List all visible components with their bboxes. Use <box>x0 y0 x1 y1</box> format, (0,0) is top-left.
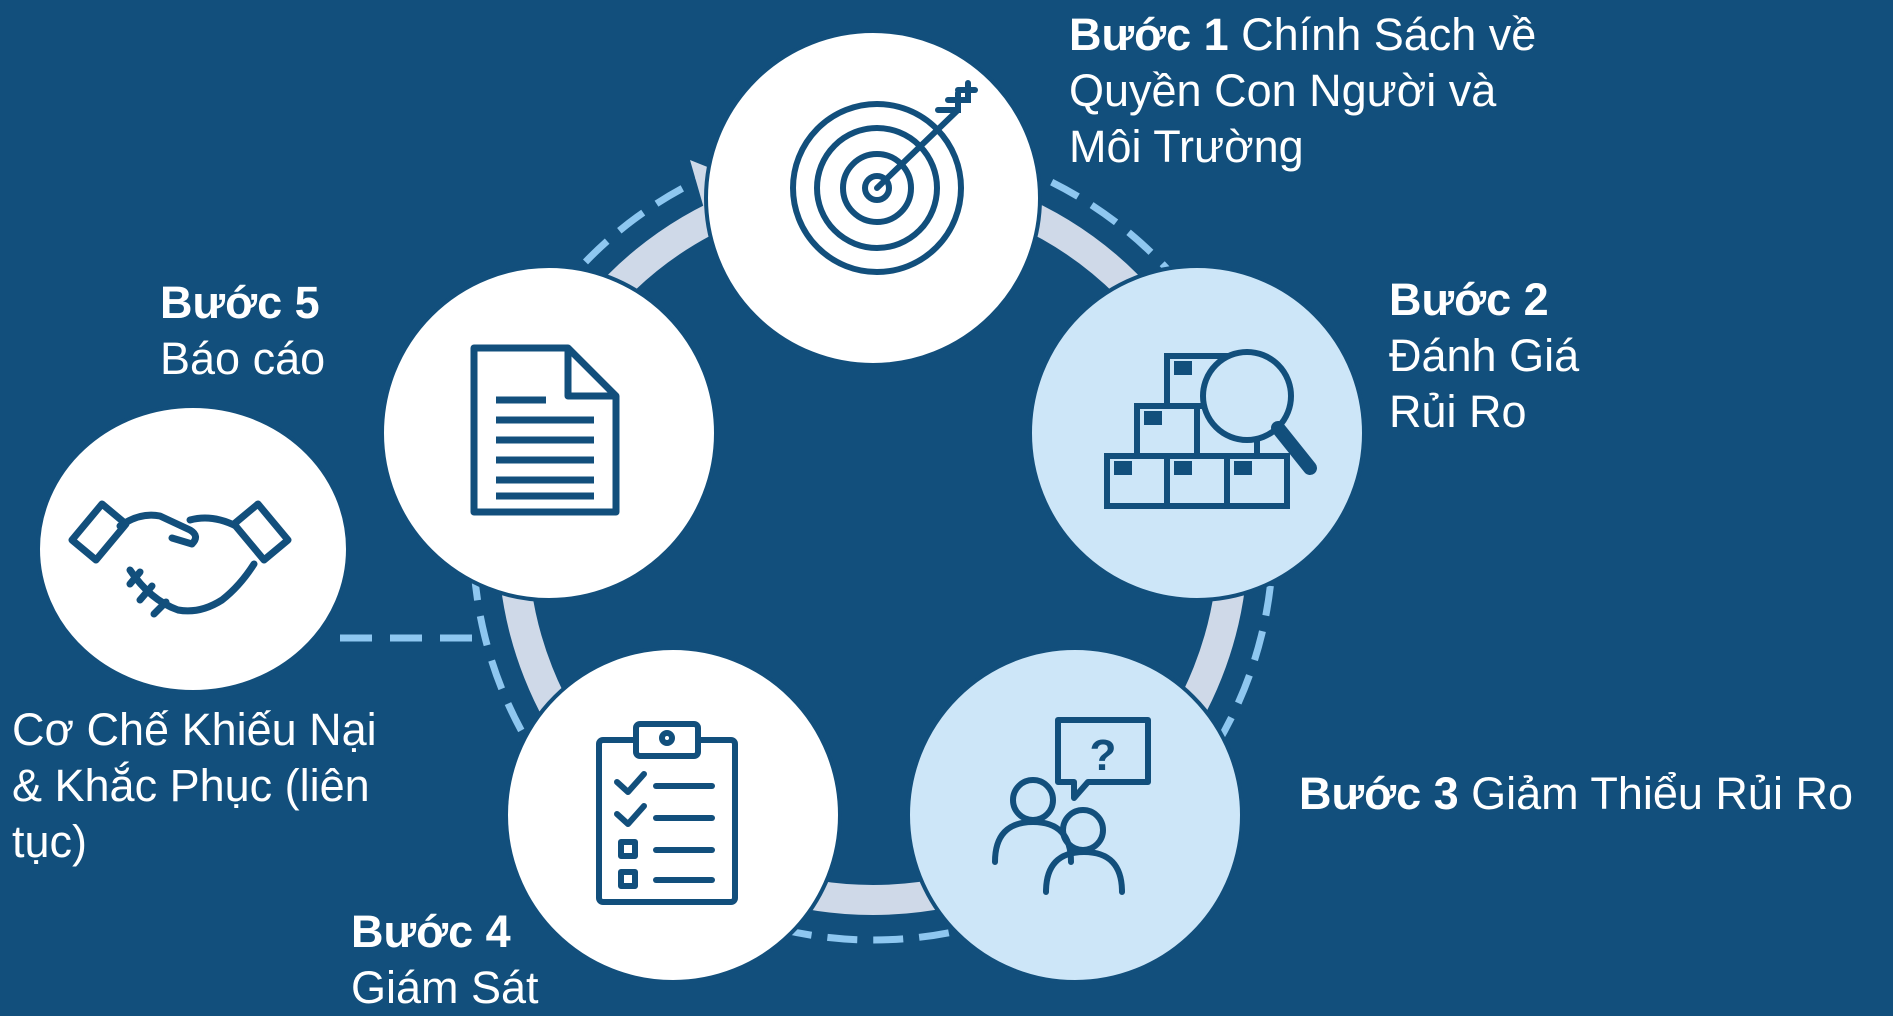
grievance-text-line-1: Cơ Chế Khiếu Nại <box>12 704 377 755</box>
step-4-text-line-1: Giám Sát <box>351 962 539 1013</box>
step-1-text-line-3: Môi Trường <box>1069 121 1304 172</box>
grievance-text-line-3: tục) <box>12 816 88 867</box>
step-3-title: Bước 3 <box>1299 768 1459 819</box>
step-1-title: Bước 1 <box>1069 9 1229 60</box>
step-5-label: Bước 5 Báo cáo <box>160 275 460 387</box>
target-icon <box>790 80 978 275</box>
grievance-text-line-2: & Khắc Phục (liên <box>12 760 370 811</box>
handshake-icon <box>68 500 292 618</box>
step-1-label: Bước 1 Chính Sách về Quyền Con Người và … <box>1069 7 1889 175</box>
step-4-title: Bước 4 <box>351 906 511 957</box>
step-1-node <box>704 29 1042 367</box>
step-5-node <box>380 264 718 602</box>
clipboard-checklist-icon <box>596 721 738 905</box>
step-5-title: Bước 5 <box>160 277 320 328</box>
document-icon <box>470 344 620 516</box>
grievance-node <box>36 404 350 694</box>
step-2-text-line-1: Đánh Giá <box>1389 330 1580 381</box>
step-2-node <box>1028 264 1366 602</box>
step-2-label: Bước 2 Đánh Giá Rủi Ro <box>1389 272 1789 440</box>
step-3-node: ? <box>906 646 1244 984</box>
step-1-text-line-1: Chính Sách về <box>1241 9 1537 60</box>
step-1-text-line-2: Quyền Con Người và <box>1069 65 1497 116</box>
step-3-label: Bước 3 Giảm Thiểu Rủi Ro <box>1299 766 1889 822</box>
grievance-label: Cơ Chế Khiếu Nại & Khắc Phục (liên tục) <box>12 702 432 870</box>
question-mark-glyph: ? <box>1090 731 1117 780</box>
step-2-text-line-2: Rủi Ro <box>1389 386 1527 437</box>
step-2-title: Bước 2 <box>1389 274 1549 325</box>
step-4-node <box>504 646 842 984</box>
step-4-label: Bước 4 Giám Sát <box>351 904 751 1016</box>
step-5-text-line-1: Báo cáo <box>160 333 326 384</box>
boxes-magnifier-icon <box>1104 349 1317 509</box>
step-3-text-line-1: Giảm Thiểu Rủi Ro <box>1471 768 1853 819</box>
people-question-icon <box>992 717 1151 895</box>
